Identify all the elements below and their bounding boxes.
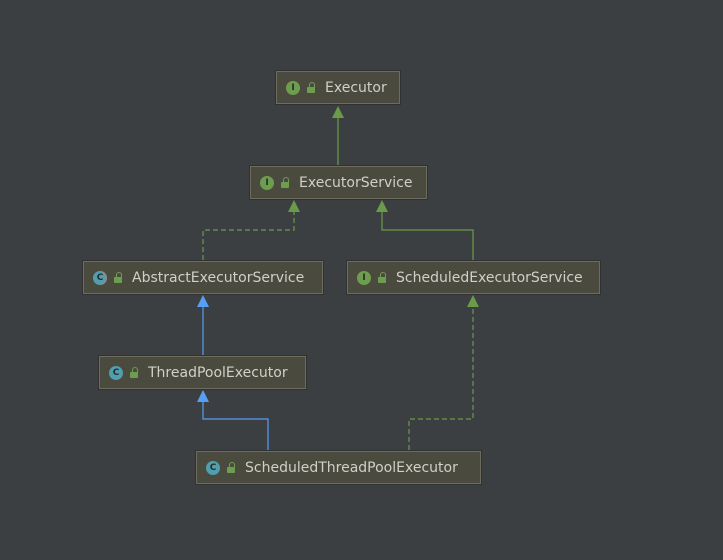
public-lock-icon [129,366,139,379]
node-abstractexecutorservice[interactable]: C AbstractExecutorService [83,261,323,294]
public-lock-icon [377,271,387,284]
public-lock-icon [113,271,123,284]
node-threadpoolexecutor[interactable]: C ThreadPoolExecutor [99,356,306,389]
node-label: ScheduledExecutorService [396,269,583,286]
edge-scheduledexecutorservice-executorservice [376,200,474,260]
node-executor[interactable]: I Executor [276,71,400,104]
node-scheduledthreadpoolexecutor[interactable]: C ScheduledThreadPoolExecutor [196,451,481,484]
interface-icon: I [357,270,371,285]
edge-threadpoolexecutor-abstractexecutorservice [197,295,209,355]
node-label: AbstractExecutorService [132,269,305,286]
class-icon: C [206,460,220,475]
public-lock-icon [226,461,236,474]
edge-abstractexecutorservice-executorservice [202,200,300,260]
public-lock-icon [306,81,316,94]
edge-scheduledthreadpoolexecutor-threadpoolexecutor [197,390,269,450]
node-label: Executor [325,79,387,96]
class-icon: C [109,365,123,380]
node-executorservice[interactable]: I ExecutorService [250,166,427,199]
node-label: ExecutorService [299,174,413,191]
node-label: ThreadPoolExecutor [148,364,288,381]
interface-icon: I [286,80,300,95]
edge-scheduledthreadpoolexecutor-scheduledexecutorservice [408,295,479,450]
public-lock-icon [280,176,290,189]
edge-executorservice-executor [332,106,344,165]
interface-icon: I [260,175,274,190]
node-label: ScheduledThreadPoolExecutor [245,459,458,476]
abstract-class-icon: C [93,270,107,285]
node-scheduledexecutorservice[interactable]: I ScheduledExecutorService [347,261,600,294]
